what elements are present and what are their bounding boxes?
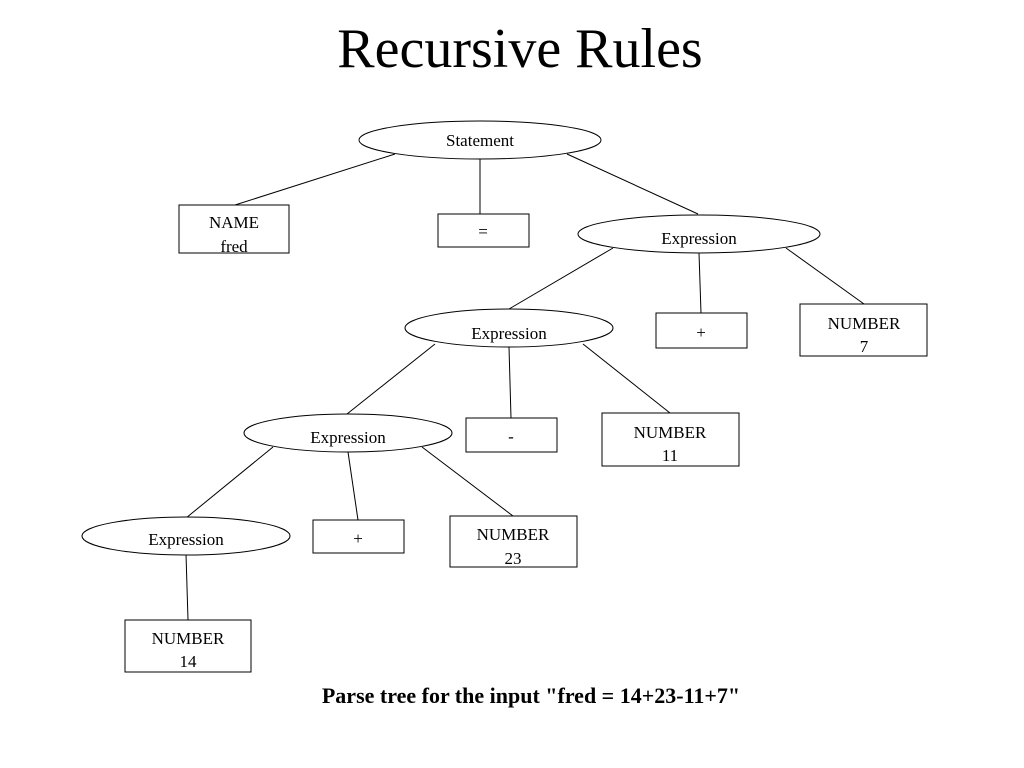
- edge-expr4-number14: [185, 553, 189, 621]
- node-statement-label: Statement: [446, 131, 514, 150]
- node-expression-2-label: Expression: [471, 324, 547, 343]
- node-equals-label: =: [478, 222, 488, 241]
- edge-expr1-number7: [785, 247, 865, 305]
- node-expression-1-label: Expression: [661, 229, 737, 248]
- node-minus: -: [465, 417, 558, 453]
- edge-expr2-number11: [582, 343, 671, 414]
- edge-expr3-plus2: [347, 451, 359, 521]
- node-number-14-type: NUMBER: [152, 629, 225, 648]
- node-expression-4-label: Expression: [148, 530, 224, 549]
- node-name-value: fred: [220, 237, 248, 256]
- node-equals: =: [437, 213, 530, 248]
- edge-statement-expr1: [566, 153, 699, 215]
- node-number-23: NUMBER 23: [449, 515, 578, 568]
- node-expression-3-label: Expression: [310, 428, 386, 447]
- diagram-caption: Parse tree for the input "fred = 14+23-1…: [321, 683, 741, 708]
- node-number-7-type: NUMBER: [828, 314, 901, 333]
- node-number-7: NUMBER 7: [799, 303, 928, 357]
- edge-expr3-expr4: [185, 446, 274, 519]
- edge-expr1-plus1: [698, 252, 702, 314]
- edge-expr1-expr2: [508, 247, 614, 310]
- node-number-11-value: 11: [662, 446, 678, 465]
- node-expression-2: Expression: [404, 308, 614, 348]
- node-expression-4: Expression: [81, 516, 291, 556]
- node-number-23-value: 23: [505, 549, 522, 568]
- edge-statement-name: [234, 153, 396, 206]
- node-plus-1-label: +: [696, 323, 706, 342]
- node-number-14: NUMBER 14: [124, 619, 252, 673]
- node-number-11-type: NUMBER: [634, 423, 707, 442]
- node-expression-1: Expression: [577, 214, 821, 254]
- edge-expr3-number23: [421, 446, 514, 517]
- node-statement: Statement: [358, 120, 602, 160]
- tree-edges: [185, 153, 865, 621]
- node-name-type: NAME: [209, 213, 259, 232]
- node-plus-2: +: [312, 519, 405, 554]
- slide-title: Recursive Rules: [337, 18, 703, 80]
- edge-expr2-minus: [508, 346, 512, 419]
- node-number-11: NUMBER 11: [601, 412, 740, 467]
- edge-expr2-expr3: [346, 343, 436, 415]
- node-name: NAME fred: [178, 204, 290, 256]
- node-number-14-value: 14: [180, 652, 198, 671]
- node-minus-label: -: [508, 427, 514, 446]
- node-number-7-value: 7: [860, 337, 869, 356]
- node-plus-2-label: +: [353, 529, 363, 548]
- node-number-23-type: NUMBER: [477, 525, 550, 544]
- node-expression-3: Expression: [243, 413, 453, 453]
- node-plus-1: +: [655, 312, 748, 349]
